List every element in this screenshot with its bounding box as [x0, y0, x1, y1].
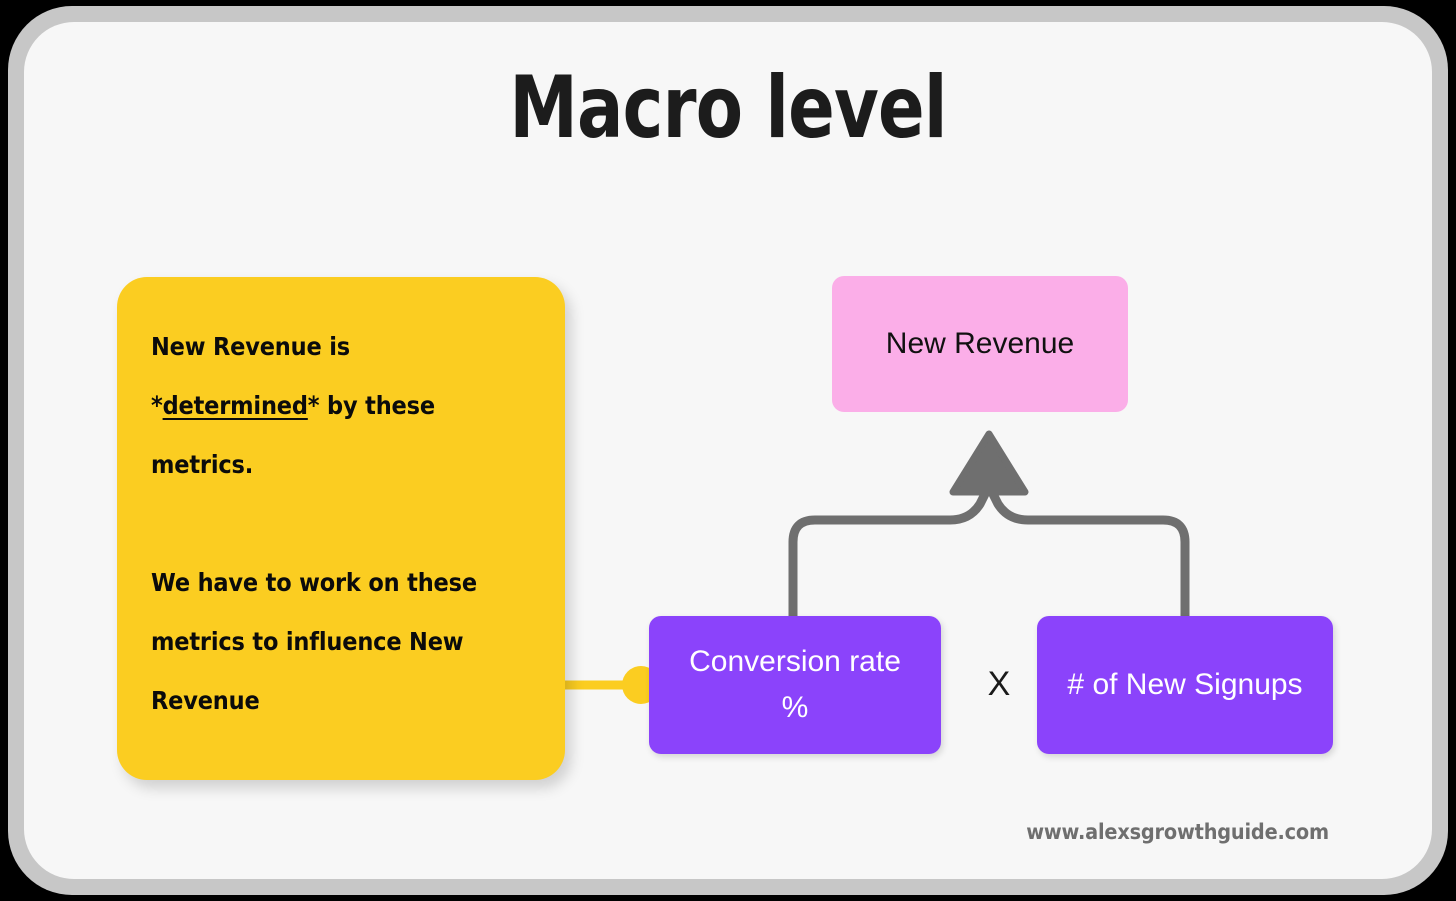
note-paragraph-2: We have to work on these metrics to infl… — [151, 568, 477, 715]
note-paragraph-1-suffix: by these metrics. — [151, 391, 435, 479]
footer-url: www.alexsgrowthguide.com — [1026, 820, 1329, 844]
node-new-revenue-label: New Revenue — [885, 327, 1075, 360]
node-new-signups-label: # of New Signups — [1067, 668, 1303, 701]
note-paragraph-1-emphasis: determined — [162, 391, 308, 420]
page-title: Macro level — [509, 58, 947, 158]
diagram-board: Macro level New Revenue is *determined* … — [24, 22, 1432, 879]
note-card: New Revenue is *determined* by these met… — [117, 277, 565, 780]
node-new-revenue[interactable]: New Revenue — [832, 276, 1128, 412]
node-conversion-rate-label: Conversion rate % — [689, 645, 901, 724]
multiply-operator: X — [987, 665, 1011, 703]
note-paragraph-1-prefix: New Revenue is — [151, 332, 350, 361]
note-paragraph-1: New Revenue is *determined* by these met… — [151, 332, 435, 479]
merge-connector — [788, 430, 1190, 621]
note-pointer-connector — [560, 666, 660, 704]
node-new-signups[interactable]: # of New Signups — [1037, 616, 1333, 754]
node-conversion-rate[interactable]: Conversion rate % — [649, 616, 941, 754]
